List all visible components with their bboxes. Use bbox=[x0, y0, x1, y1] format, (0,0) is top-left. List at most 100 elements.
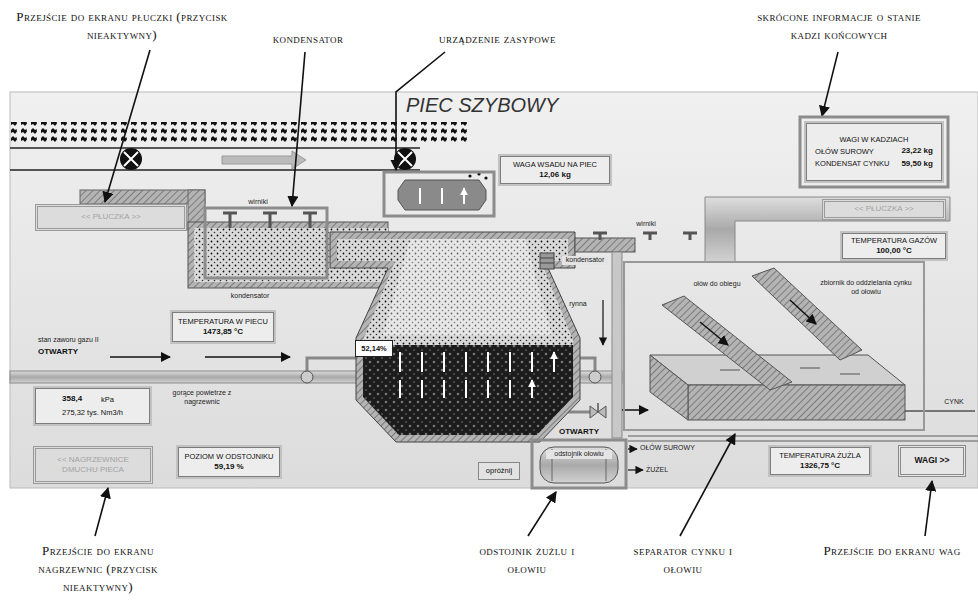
node-text: WAGA WSADU NA PIEC bbox=[513, 160, 597, 170]
annotation-label: Przejście do ekranu wag bbox=[812, 542, 972, 560]
feeder-arrows bbox=[420, 188, 464, 204]
nav-button-disabled: << NAGRZEWNICE DMUCHU PIECA bbox=[33, 446, 153, 484]
node-text: TEMPERATURA GAZÓW bbox=[851, 236, 937, 246]
charge-dot bbox=[484, 176, 487, 179]
settler bbox=[532, 436, 978, 488]
leader-arrow bbox=[95, 488, 108, 536]
zinc-lead-separator bbox=[622, 262, 975, 430]
highlight-frame bbox=[205, 208, 327, 278]
settler-tank bbox=[540, 447, 618, 483]
valve bbox=[589, 371, 601, 383]
flow-arrow bbox=[205, 356, 290, 358]
node-text: WAGI W KADZIACH bbox=[840, 135, 909, 145]
screen-label: kondensator bbox=[222, 292, 278, 301]
flow-arrow bbox=[602, 300, 603, 345]
gas-arrows bbox=[400, 352, 554, 372]
node-text: << PŁUCZKA >> bbox=[81, 212, 141, 222]
annotation-label: urządzenie zasypowe bbox=[415, 30, 580, 48]
fan-lines bbox=[540, 258, 554, 263]
annotation-label: Przejście do ekranu płuczki (przycisk ni… bbox=[12, 8, 232, 44]
node-text: 275,32 tys. Nm3/h bbox=[62, 408, 123, 418]
screen-label: rynna bbox=[564, 300, 592, 309]
screen-label: ołów do obiegu bbox=[688, 280, 746, 289]
charge-dot bbox=[468, 174, 471, 177]
roller bbox=[120, 148, 142, 170]
nav-button: WAGI >> bbox=[898, 445, 966, 477]
right-condenser bbox=[540, 197, 950, 438]
node-text: << PŁUCZKA >> bbox=[854, 204, 914, 214]
impeller bbox=[593, 233, 697, 240]
leader-arrow bbox=[925, 481, 932, 536]
shaft-furnace bbox=[330, 232, 580, 442]
belt-line bbox=[10, 169, 420, 171]
launder bbox=[612, 252, 622, 438]
nav-button-disabled: << PŁUCZKA >> bbox=[822, 199, 946, 220]
screen-label: OTWARTY bbox=[553, 427, 605, 437]
charge-highlight bbox=[383, 239, 552, 335]
tank-front bbox=[688, 385, 905, 420]
belt-line bbox=[10, 147, 420, 149]
charge-weight-box: WAGA WSADU NA PIEC12,06 kg bbox=[500, 156, 610, 184]
leader-arrow bbox=[292, 52, 305, 206]
node-text: 1326,75 °C bbox=[800, 461, 840, 471]
belt-arrow bbox=[222, 151, 306, 169]
highlight-frame bbox=[384, 172, 494, 216]
screen-label: stan zaworu gazu II bbox=[38, 336, 118, 345]
flow-arrow bbox=[622, 409, 648, 411]
tank-side bbox=[650, 355, 688, 420]
value-box: 358,4kPa275,32 tys. Nm3/h bbox=[35, 388, 150, 424]
node-text: 52,14% bbox=[361, 344, 386, 354]
node-text: OŁÓW SUROWY bbox=[815, 147, 874, 157]
valve bbox=[301, 371, 313, 383]
node-text: KONDENSAT CYNKU bbox=[815, 159, 889, 169]
liquid-lines bbox=[720, 368, 860, 374]
screen-title: PIEC SZYBOWY bbox=[406, 93, 558, 117]
screen-label: wirniki bbox=[628, 220, 664, 229]
annotation-label: kondensator bbox=[258, 30, 358, 48]
screen-label: odstojnik ołowiu bbox=[546, 450, 612, 459]
node-text: 59,19 % bbox=[214, 462, 243, 472]
furnace-wall bbox=[330, 232, 580, 442]
pipe-line bbox=[628, 435, 978, 437]
impeller bbox=[223, 213, 317, 228]
roller-cross bbox=[398, 152, 412, 166]
conveyor bbox=[10, 122, 470, 170]
node-text: 59,50 kg bbox=[901, 159, 933, 169]
leader-arrow bbox=[105, 50, 150, 202]
feeder bbox=[398, 180, 486, 210]
annotation-label: skrócone informacje o stanie kadzi końco… bbox=[750, 8, 928, 44]
trough bbox=[662, 296, 792, 390]
percent-box: 52,14% bbox=[355, 340, 393, 357]
tuyere-pipe bbox=[307, 358, 356, 371]
scrubber-duct bbox=[705, 197, 950, 262]
annotation-label: separator cynku i ołowiu bbox=[616, 542, 750, 578]
furnace-charge bbox=[337, 239, 573, 435]
flow-arrow bbox=[790, 300, 816, 324]
node-text: 12,06 kg bbox=[539, 170, 571, 180]
node-text: 100,00 °C bbox=[876, 246, 912, 256]
nav-button-disabled: << PŁUCZKA >> bbox=[35, 204, 187, 231]
value-box: TEMPERATURA W PIECU1473,85 °C bbox=[172, 312, 274, 342]
node-text: 1473,85 °C bbox=[203, 327, 243, 337]
fan-symbol bbox=[540, 253, 554, 269]
node-text: opróżnij bbox=[486, 466, 512, 476]
screen-panel bbox=[10, 92, 978, 488]
condenser-channel bbox=[575, 238, 635, 252]
highlight-frame bbox=[532, 440, 626, 488]
node-text: kPa bbox=[101, 395, 114, 405]
screen-label: kondensator bbox=[562, 256, 608, 265]
tuyere-pipe bbox=[580, 358, 595, 371]
ladle-weights-panel: WAGI W KADZIACHOŁÓW SUROWY23,22 kgKONDEN… bbox=[806, 123, 942, 181]
screen-label: CYNK bbox=[938, 398, 970, 407]
coke-bed bbox=[363, 345, 573, 435]
leader-arrow bbox=[822, 52, 838, 116]
charging-device bbox=[384, 172, 494, 216]
screen-label: OŁÓW SUROWY bbox=[640, 444, 710, 453]
node-text: POZIOM W ODSTOJNIKU bbox=[184, 452, 273, 462]
screen-label: ŻUŻEL bbox=[646, 466, 686, 475]
value-box: TEMPERATURA GAZÓW100,00 °C bbox=[842, 233, 946, 259]
valve-stem bbox=[597, 403, 599, 412]
screen-label: zbiornik do oddzielania cynku od ołowiu bbox=[818, 279, 914, 297]
roller-cross bbox=[124, 152, 138, 166]
